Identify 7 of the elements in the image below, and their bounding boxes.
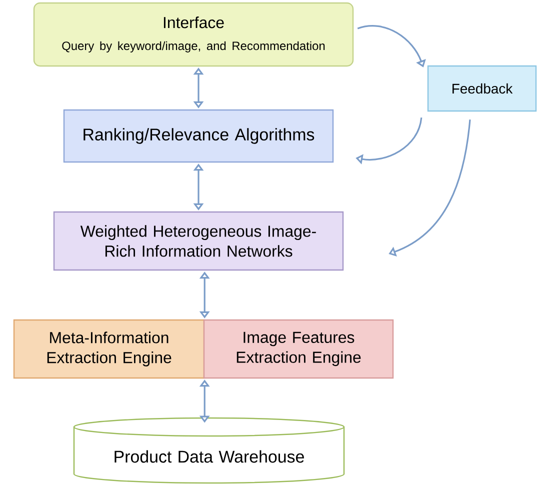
interface-box: Interface Query by keyword/image, and Recommendation (33, 2, 354, 67)
engine-box: Meta-Information Extraction Engine (13, 319, 205, 379)
feedback-box: Feedback (427, 65, 537, 112)
process-box: Ranking/Relevance Algorithms (63, 109, 334, 163)
engine-box: Image Features Extraction Engine (203, 319, 394, 379)
process-box: Weighted Heterogeneous Image-Rich Information Networks (53, 211, 344, 271)
database-cylinder: Product Data Warehouse (73, 417, 345, 484)
